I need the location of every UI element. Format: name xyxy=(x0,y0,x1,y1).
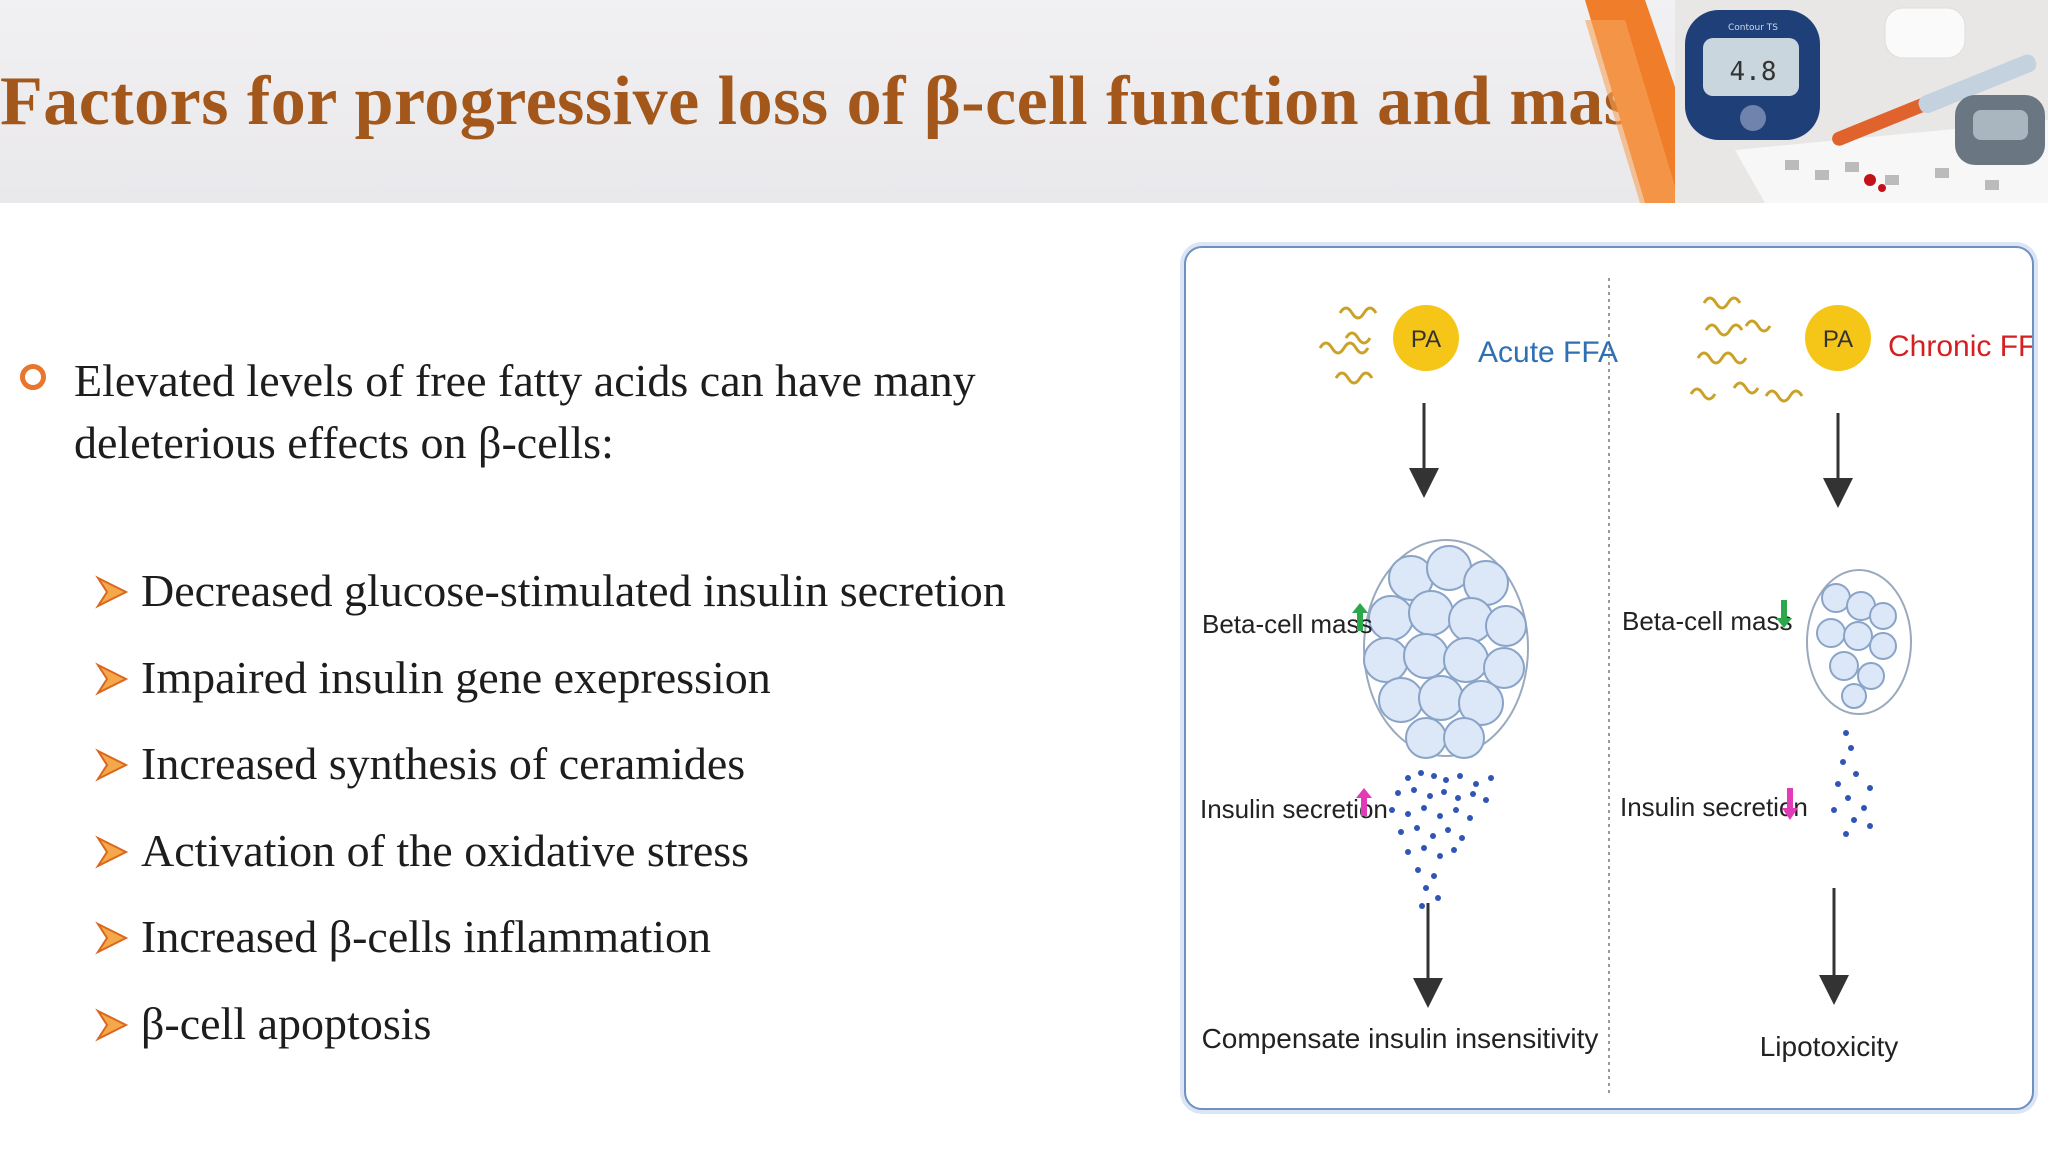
sub-bullet-item: β-cell apoptosis xyxy=(95,993,1006,1080)
sub-bullet-item: Increased synthesis of ceramides xyxy=(95,733,1006,820)
main-bullet-text: Elevated levels of free fatty acids can … xyxy=(74,355,976,468)
slide-title: Factors for progressive loss of β-cell f… xyxy=(0,63,1660,140)
down-arrow-icon xyxy=(1776,600,1792,628)
main-bullet: Elevated levels of free fatty acids can … xyxy=(18,350,1118,474)
beta-cells-large xyxy=(1363,545,1527,759)
meter-brand: Contour TS xyxy=(1728,23,1778,33)
beta-cells-small xyxy=(1816,583,1897,709)
sub-bullet-item: Impaired insulin gene exepression xyxy=(95,647,1006,734)
pa-label-right: PA xyxy=(1823,326,1853,353)
ffa-diagram: PA Beta-cell mass Insulin secretion xyxy=(1184,246,2034,1110)
diagram-graphics: PA Beta-cell mass Insulin secretion xyxy=(1200,278,1912,1093)
sub-bullet-text: β-cell apoptosis xyxy=(141,997,432,1049)
up-arrow-icon-secretion xyxy=(1356,788,1372,816)
pa-circle-left xyxy=(1393,305,1459,371)
beta-cell-mass-left: Beta-cell mass xyxy=(1202,609,1373,639)
pa-circle-right xyxy=(1805,305,1871,371)
meter-reading: 4.8 xyxy=(1730,57,1777,87)
sub-bullet-text: Increased β-cells inflammation xyxy=(141,911,712,962)
arrow-bullet-icon xyxy=(95,661,129,696)
insulin-granules-few xyxy=(1831,730,1873,837)
pa-label-left: PA xyxy=(1411,326,1441,353)
fatty-acid-chains-right xyxy=(1689,296,1804,403)
insulin-granules-many xyxy=(1389,770,1494,909)
arrow-bullet-icon xyxy=(95,1007,129,1042)
condition-acute: Acute FFA xyxy=(1478,336,1619,369)
sub-bullet-item: Increased β-cells inflammation xyxy=(95,906,1006,993)
glucose-meter-image: 4.8 Contour TS xyxy=(1585,0,2048,203)
header-banner: Factors for progressive loss of β-cell f… xyxy=(0,0,2048,203)
fatty-acid-chains-left xyxy=(1318,306,1378,385)
sub-bullet-text: Decreased glucose-stimulated insulin sec… xyxy=(141,565,1006,616)
sub-bullet-item: Activation of the oxidative stress xyxy=(95,820,1006,907)
insulin-secretion-right: Insulin secretion xyxy=(1620,792,1808,822)
outcome-left: Compensate insulin insensitivity xyxy=(1202,1023,1599,1054)
outcome-right: Lipotoxicity xyxy=(1760,1031,1899,1062)
arrow-bullet-icon xyxy=(95,921,129,955)
arrow-bullet-icon xyxy=(95,748,129,782)
beta-cell-mass-right: Beta-cell mass xyxy=(1622,606,1793,636)
insulin-secretion-left: Insulin secretion xyxy=(1200,794,1388,824)
arrow-bullet-icon xyxy=(95,834,129,869)
sub-bullet-text: Increased synthesis of ceramides xyxy=(141,738,746,789)
sub-bullet-item: Decreased glucose-stimulated insulin sec… xyxy=(95,560,1006,647)
condition-chronic: Chronic FFA xyxy=(1888,330,2034,363)
down-arrow-icon-secretion xyxy=(1782,788,1798,820)
sub-bullet-text: Activation of the oxidative stress xyxy=(141,824,750,876)
sub-bullet-text: Impaired insulin gene exepression xyxy=(141,651,771,703)
circle-bullet-icon xyxy=(20,364,46,390)
up-arrow-icon xyxy=(1352,603,1368,631)
arrow-bullet-icon xyxy=(95,575,129,609)
sub-bullet-list: Decreased glucose-stimulated insulin sec… xyxy=(95,560,1006,1079)
